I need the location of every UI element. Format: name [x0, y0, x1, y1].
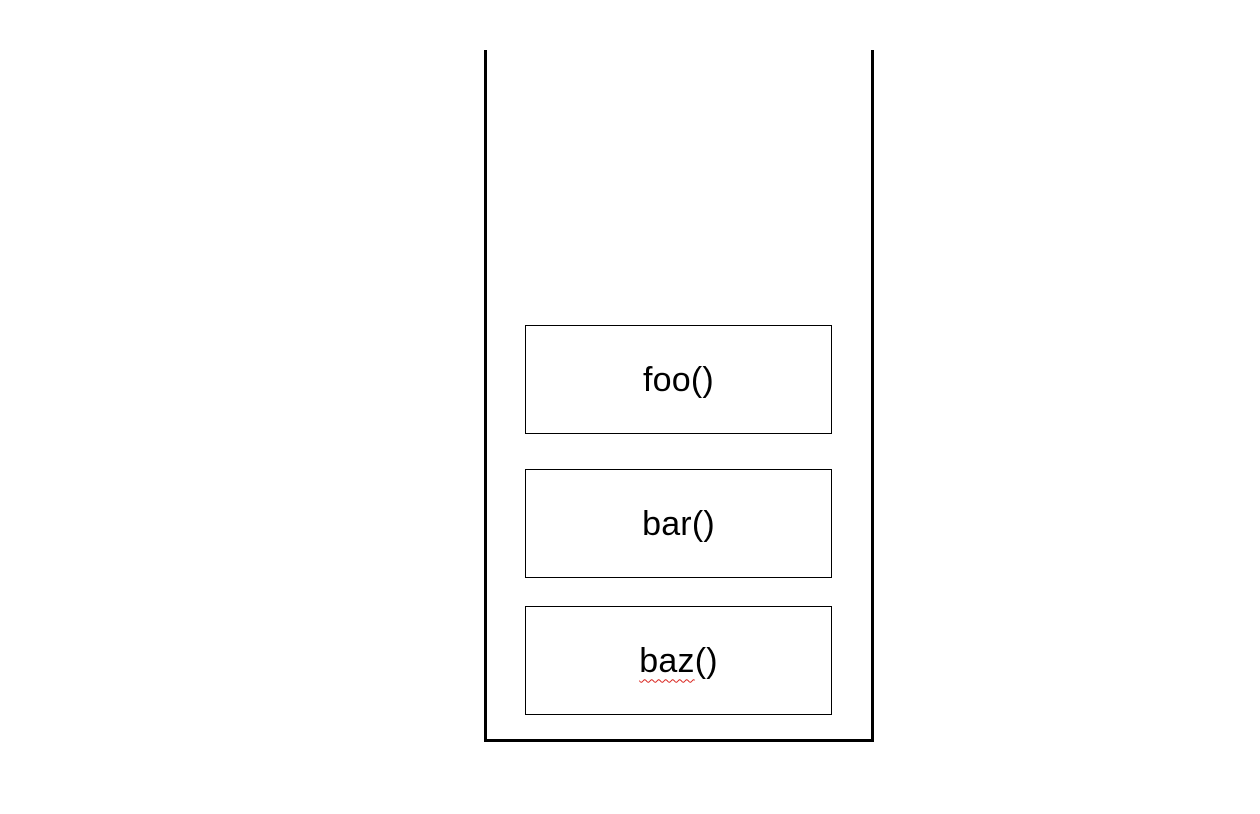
stack-frame-label: foo(): [643, 360, 714, 399]
stack-frame-baz: baz(): [525, 606, 832, 715]
stack-frame-foo: foo(): [525, 325, 832, 434]
call-stack-container: [484, 50, 874, 742]
stack-frame-bar: bar(): [525, 469, 832, 578]
spellcheck-underlined-text: baz: [639, 641, 695, 680]
stack-frame-label: baz(): [639, 644, 717, 678]
call-parentheses: (): [694, 641, 718, 680]
stack-frame-label: bar(): [642, 504, 715, 543]
